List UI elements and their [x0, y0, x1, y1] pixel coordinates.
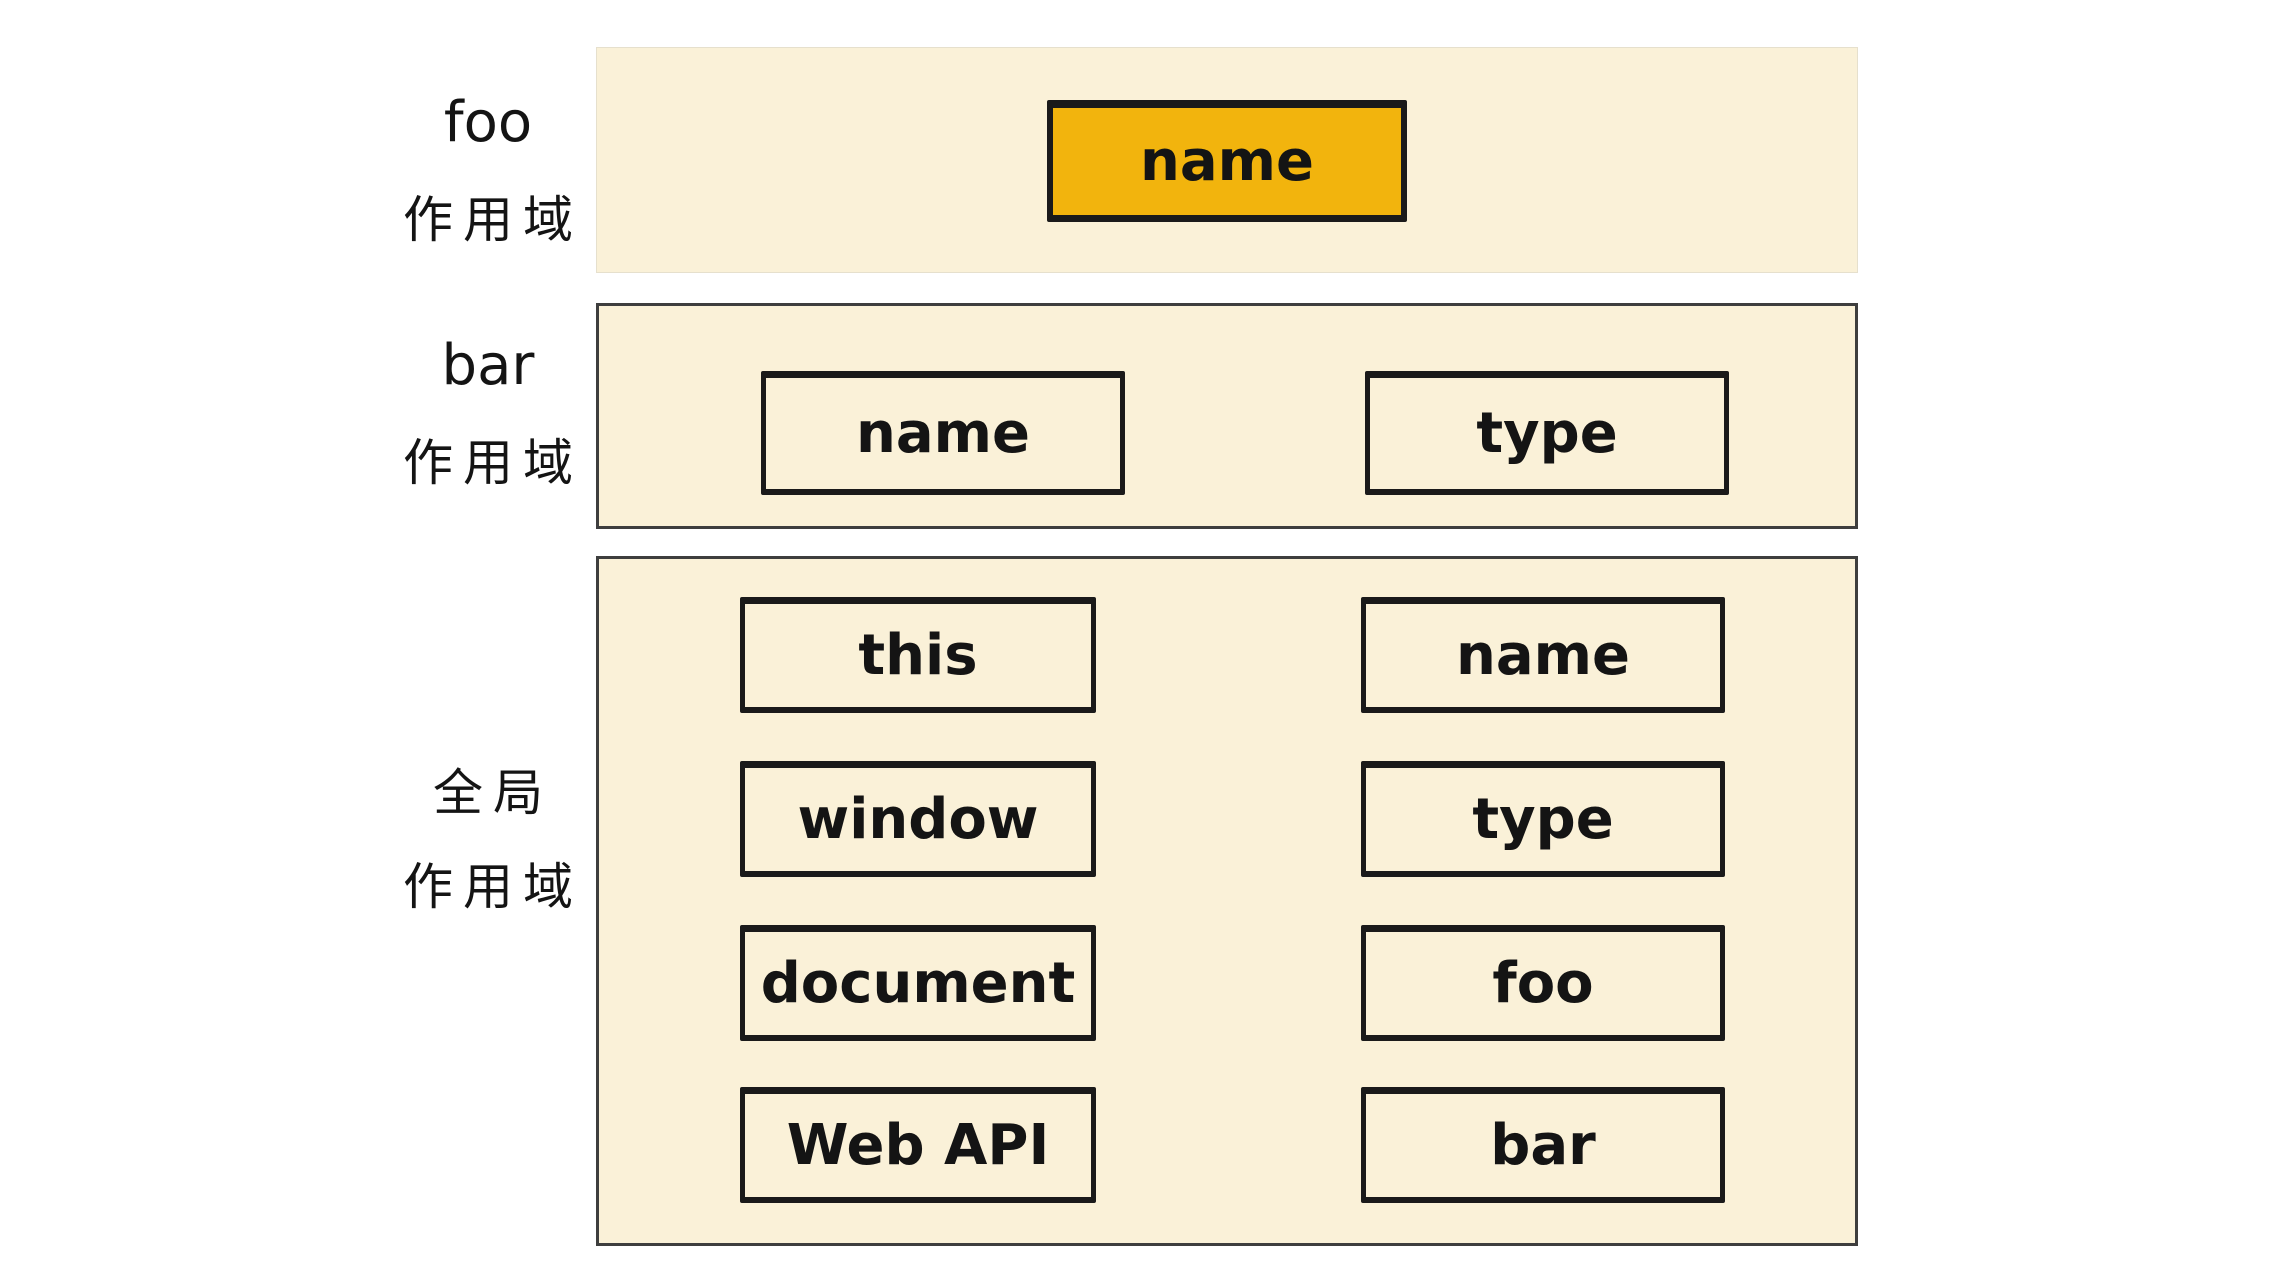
bar-scope-label: bar 作用域: [328, 333, 648, 492]
variable-box-global-bar: bar: [1361, 1087, 1725, 1203]
global-scope-label-name: 全局: [433, 764, 553, 822]
foo-scope-label-name: foo: [443, 90, 533, 155]
variable-box-document: document: [740, 925, 1096, 1041]
global-scope-label: 全局 作用域: [328, 768, 648, 912]
variable-box-web-api: Web API: [740, 1087, 1096, 1203]
variable-box-this: this: [740, 597, 1096, 713]
bar-scope-label-name: bar: [441, 333, 535, 398]
foo-scope-label: foo 作用域: [328, 90, 648, 249]
bar-scope-label-suffix: 作用域: [403, 434, 583, 492]
variable-box-global-name: name: [1361, 597, 1725, 713]
global-scope-panel: this name window type document foo Web A…: [596, 556, 1858, 1246]
bar-scope-panel: name type: [596, 303, 1858, 529]
variable-box-global-type: type: [1361, 761, 1725, 877]
variable-box-type: type: [1365, 371, 1729, 495]
foo-scope-label-suffix: 作用域: [403, 191, 583, 249]
variable-box-name: name: [761, 371, 1125, 495]
variable-box-window: window: [740, 761, 1096, 877]
global-scope-label-suffix: 作用域: [403, 858, 583, 916]
foo-scope-panel: name: [596, 47, 1858, 273]
variable-box-name-highlighted: name: [1047, 100, 1407, 222]
variable-box-global-foo: foo: [1361, 925, 1725, 1041]
